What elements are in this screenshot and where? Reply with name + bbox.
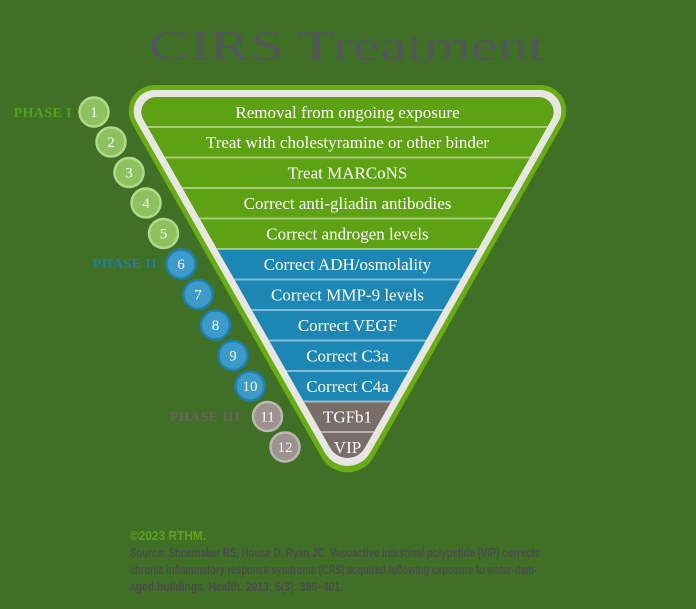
step-circle-12: 12: [269, 431, 301, 463]
step-circle-3-bg: [113, 156, 145, 189]
row-label-7: Correct MMP-9 levels: [271, 286, 424, 305]
step-circle-4-bg: [130, 187, 162, 219]
step-circle-5: 5: [147, 217, 180, 250]
step-circle-2: 2: [95, 126, 127, 158]
step-number-8: 8: [212, 318, 220, 334]
step-circle-9-bg: [217, 339, 249, 372]
pyramid-row-labels: Removal from ongoing exposure Treat with…: [206, 103, 489, 457]
row-label-2: Treat with cholestyramine or other binde…: [206, 133, 489, 152]
step-number-12: 12: [278, 440, 293, 456]
step-circle-7-bg: [182, 278, 214, 311]
row-label-9: Correct C3a: [306, 347, 389, 366]
step-circle-5-bg: [147, 217, 180, 250]
step-circle-8-bg: [199, 309, 232, 341]
step-number-7: 7: [194, 288, 202, 304]
step-number-1: 1: [90, 105, 98, 121]
row-label-11: TGFb1: [323, 408, 372, 427]
phase-2-label: PHASE II: [93, 257, 157, 272]
step-number-9: 9: [229, 349, 237, 365]
source-line-3: aged buildings. Health. 2013; 5(3): 396–…: [130, 580, 343, 594]
row-label-1: Removal from ongoing exposure: [235, 103, 459, 122]
step-circle-11: 11: [251, 400, 284, 433]
step-circle-3: 3: [113, 156, 145, 189]
step-circles: 1 2 3 4 5 6 7 8: [78, 96, 301, 463]
page-title: CIRS Treatment: [149, 24, 545, 70]
step-number-6: 6: [177, 257, 185, 273]
step-number-10: 10: [243, 379, 258, 395]
row-label-5: Correct androgen levels: [266, 225, 428, 244]
step-circle-11-bg: [251, 400, 284, 433]
step-circle-7: 7: [182, 278, 214, 311]
step-number-4: 4: [142, 196, 150, 212]
footer: ©2023 RTHM. Source: Shoemaker RS, House …: [130, 528, 540, 594]
step-circle-6-bg: [165, 248, 197, 280]
row-label-12: VIP: [334, 438, 361, 457]
step-circle-12-bg: [269, 431, 301, 463]
row-label-3: Treat MARCoNS: [288, 164, 408, 183]
source-line-2: chronic inflammatory response syndrome (…: [130, 563, 537, 577]
step-circle-4: 4: [130, 187, 162, 219]
step-circle-1-bg: [78, 96, 110, 128]
step-circle-2-bg: [95, 126, 127, 158]
row-label-10: Correct C4a: [306, 377, 389, 396]
step-number-5: 5: [160, 227, 168, 243]
row-label-6: Correct ADH/osmolality: [264, 255, 432, 274]
step-circle-10: 10: [234, 370, 266, 402]
step-circle-8: 8: [199, 309, 232, 341]
source-line-1: Source: Shoemaker RS, House D, Ryan JC. …: [130, 546, 540, 560]
step-circle-6: 6: [165, 248, 197, 280]
step-number-2: 2: [107, 135, 115, 151]
phase-3-label: PHASE III: [170, 410, 240, 425]
phase-labels: PHASE I PHASE II PHASE III: [14, 106, 240, 425]
phase-1-label: PHASE I: [14, 106, 72, 121]
row-label-8: Correct VEGF: [298, 316, 397, 335]
step-number-3: 3: [125, 166, 133, 182]
step-circle-1: 1: [78, 96, 110, 128]
step-number-11: 11: [260, 410, 274, 426]
band-phase1-green: [141, 97, 554, 249]
step-circle-10-bg: [234, 370, 266, 402]
row-label-4: Correct anti-gliadin antibodies: [244, 194, 452, 213]
step-circle-9: 9: [217, 339, 249, 372]
copyright-text: ©2023 RTHM.: [130, 528, 206, 543]
